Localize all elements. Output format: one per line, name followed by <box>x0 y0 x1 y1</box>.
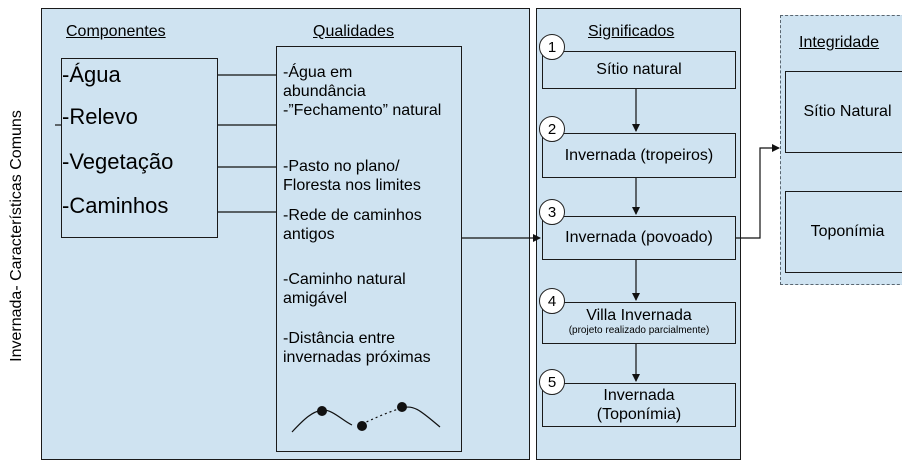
step-label-1: Sítio natural <box>596 61 682 78</box>
step-number-1: 1 <box>539 34 565 60</box>
qualidade-agua: -Água em abundância <box>283 64 366 100</box>
integridade-label-toponimia: Toponímia <box>810 223 885 240</box>
qualidade-caminho-natural: -Caminho natural amigável <box>283 271 406 307</box>
integridade-header: Integridade <box>799 34 880 51</box>
integridade-label-sitio: Sítio Natural <box>803 103 892 120</box>
componente-relevo: -Relevo <box>62 104 138 129</box>
qualidades-header: Qualidades <box>313 23 394 40</box>
step-box-5: Invernada (Toponímia) <box>542 383 736 427</box>
componentes-header: Componentes <box>66 23 166 40</box>
significados-header: Significados <box>588 23 675 40</box>
step-box-4: Villa Invernada (projeto realizado parci… <box>542 302 736 344</box>
step-number-2: 2 <box>539 116 565 142</box>
step-box-2: Invernada (tropeiros) <box>542 133 736 178</box>
componente-vegetacao: -Vegetação <box>62 149 174 174</box>
step-label-2: Invernada (tropeiros) <box>564 146 714 164</box>
step-box-3: Invernada (povoado) <box>542 216 736 260</box>
qualidades-box <box>276 46 462 452</box>
step-sub-4: (projeto realizado parcialmente) <box>568 325 710 336</box>
hill-dot-1 <box>317 406 327 416</box>
hill-dotted <box>361 407 403 425</box>
integridade-box-sitio: Sítio Natural <box>785 71 902 153</box>
step-label-5: Invernada (Toponímia) <box>596 387 682 423</box>
arrow-to-integridade <box>736 144 780 239</box>
step-number-3: 3 <box>539 199 565 225</box>
componente-agua: -Água <box>62 62 121 87</box>
step-label-4: Villa Invernada <box>586 307 692 324</box>
hill-dot-3 <box>397 402 407 412</box>
componentes-box <box>61 58 218 238</box>
qualidade-fechamento: -”Fechamento” natural <box>283 102 442 119</box>
qualidade-distancia: -Distância entre invernadas próximas <box>283 330 431 366</box>
hill-right <box>401 406 441 428</box>
qualidade-caminhos: -Rede de caminhos antigos <box>283 207 422 243</box>
qualidade-pasto: -Pasto no plano/ Floresta nos limites <box>283 158 421 194</box>
step-label-3: Invernada (povoado) <box>565 229 713 246</box>
step-number-4: 4 <box>539 288 565 314</box>
step-number-5: 5 <box>539 369 565 395</box>
componente-caminhos: -Caminhos <box>62 193 169 218</box>
hill-dot-2 <box>357 421 367 431</box>
integridade-box-toponimia: Toponímia <box>785 191 902 273</box>
step-box-1: Sítio natural <box>542 51 736 89</box>
